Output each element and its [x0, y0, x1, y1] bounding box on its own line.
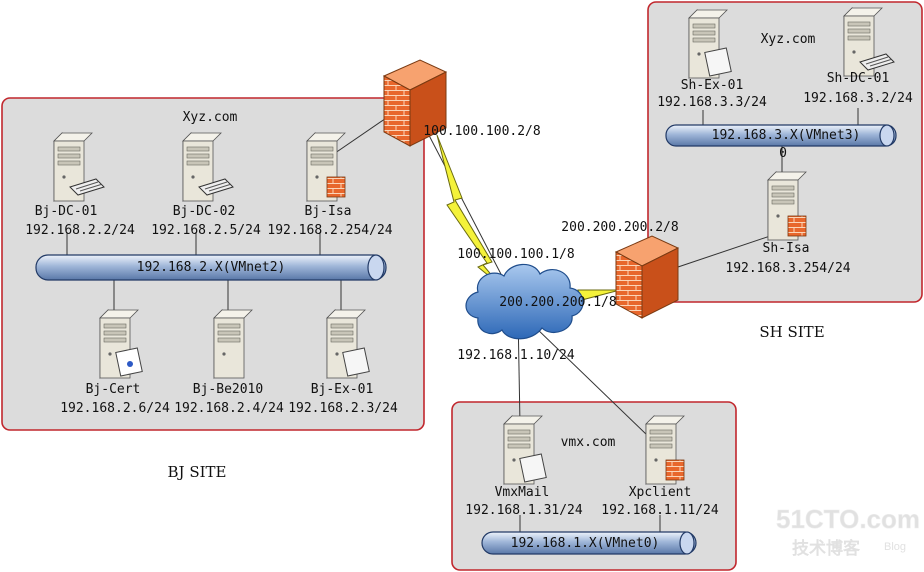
vmx-switch-label: 192.168.1.X(VMnet0) — [511, 536, 660, 551]
bj-dc-02-ip: 192.168.2.5/24 — [151, 223, 261, 238]
bj-link-ip: 100.100.100.1/8 — [457, 247, 574, 262]
sh-dc-01-name: Sh-DC-01 — [827, 71, 890, 86]
bj-switch — [35, 254, 387, 281]
bj-be2010-ip: 192.168.2.4/24 — [174, 401, 284, 416]
watermark-sub: 技术博客 — [792, 538, 861, 559]
sh-isa-name: Sh-Isa — [763, 241, 810, 256]
bj-site-title: BJ SITE — [168, 463, 227, 481]
sh-firewall — [614, 235, 680, 319]
bj-dc-01-ip: 192.168.2.2/24 — [25, 223, 135, 238]
internet-cloud-icon — [465, 263, 584, 340]
sh-domain-label: Xyz.com — [761, 32, 816, 47]
bj-isa-ip: 192.168.2.254/24 — [267, 223, 392, 238]
sh-dc-01-ip: 192.168.3.2/24 — [803, 91, 913, 106]
vmx-switch — [481, 531, 697, 555]
sh-firewall-ip: 200.200.200.2/8 — [561, 220, 678, 235]
sh-link-ip: 200.200.200.1/8 — [499, 295, 616, 310]
xpclient-name: Xpclient — [629, 485, 692, 500]
bj-cert-name: Bj-Cert — [86, 382, 141, 397]
vmx-link-ip: 192.168.1.10/24 — [457, 348, 575, 363]
xpclient-ip: 192.168.1.11/24 — [601, 503, 719, 518]
watermark-main: 51CTO.com — [776, 504, 920, 534]
bj-firewall — [382, 59, 448, 147]
bj-domain-label: Xyz.com — [183, 110, 238, 125]
sh-switch-label: 192.168.3.X(VMnet3) — [712, 128, 861, 143]
bj-be2010-name: Bj-Be2010 — [193, 382, 263, 397]
bj-isa-name: Bj-Isa — [305, 204, 352, 219]
watermark: 51CTO.com 技术博客 Blog — [776, 504, 921, 559]
sh-ex-01-name: Sh-Ex-01 — [681, 78, 744, 93]
bj-switch-label: 192.168.2.X(VMnet2) — [137, 260, 286, 275]
bj-dc-01-name: Bj-DC-01 — [35, 204, 98, 219]
bj-ex-01-ip: 192.168.2.3/24 — [288, 401, 398, 416]
bj-cert-ip: 192.168.2.6/24 — [60, 401, 170, 416]
watermark-blog: Blog — [884, 541, 906, 553]
bj-dc-02-name: Bj-DC-02 — [173, 204, 236, 219]
vmxmail-ip: 192.168.1.31/24 — [465, 503, 583, 518]
sh-ex-01-ip: 192.168.3.3/24 — [657, 95, 767, 110]
wan-link-bolt-bj — [436, 134, 501, 286]
bj-ex-01-name: Bj-Ex-01 — [311, 382, 374, 397]
sh-port-mark: 0 — [779, 146, 787, 161]
sh-isa-ip: 192.168.3.254/24 — [725, 261, 850, 276]
vmx-domain-label: vmx.com — [561, 435, 616, 450]
sh-switch — [665, 124, 897, 147]
vmxmail-name: VmxMail — [495, 485, 550, 500]
bj-firewall-ip: 100.100.100.2/8 — [423, 124, 540, 139]
sh-site-title: SH SITE — [759, 323, 824, 341]
